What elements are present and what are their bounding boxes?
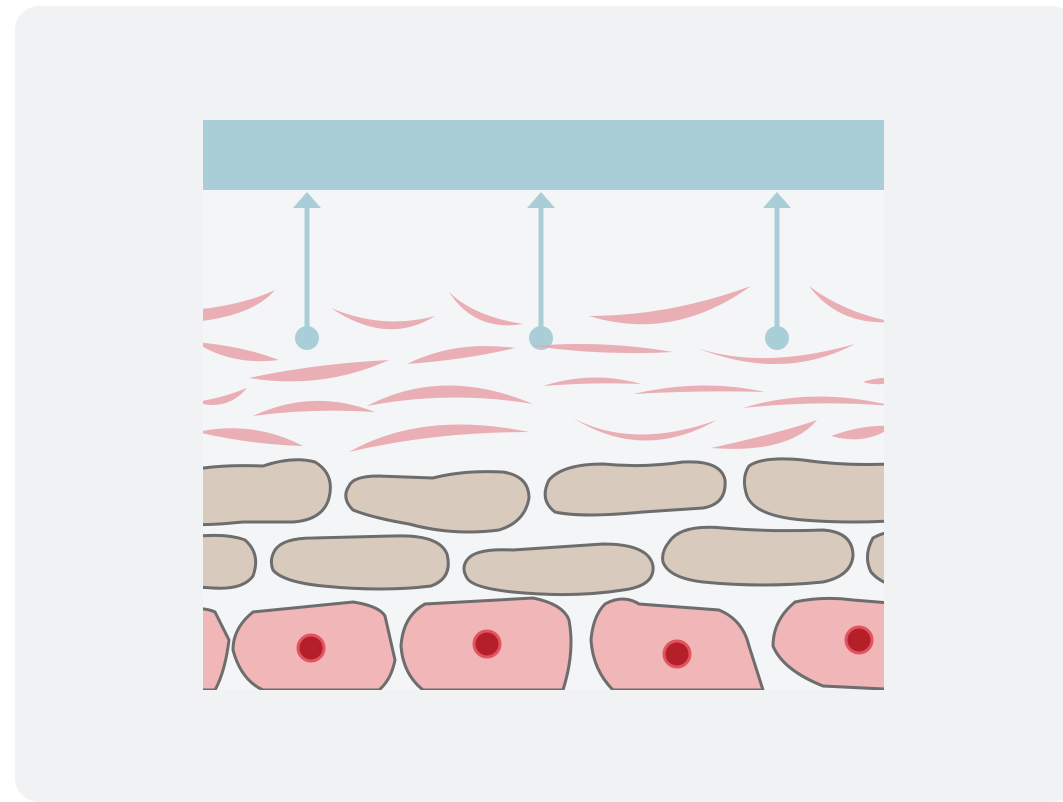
nucleus-icon xyxy=(298,635,324,661)
flat-cell xyxy=(545,462,725,515)
diagram-canvas xyxy=(203,120,884,690)
flat-cell xyxy=(203,460,330,525)
nucleus-icon xyxy=(474,631,500,657)
flat-cell xyxy=(464,544,653,595)
flat-cell xyxy=(663,527,853,585)
flat-cell xyxy=(744,459,884,522)
skin-layer-diagram xyxy=(203,120,884,690)
top-layer-band xyxy=(203,120,884,190)
flat-cell xyxy=(203,535,256,588)
nucleus-icon xyxy=(846,627,872,653)
nucleus-icon xyxy=(664,641,690,667)
flat-cell xyxy=(271,536,448,589)
